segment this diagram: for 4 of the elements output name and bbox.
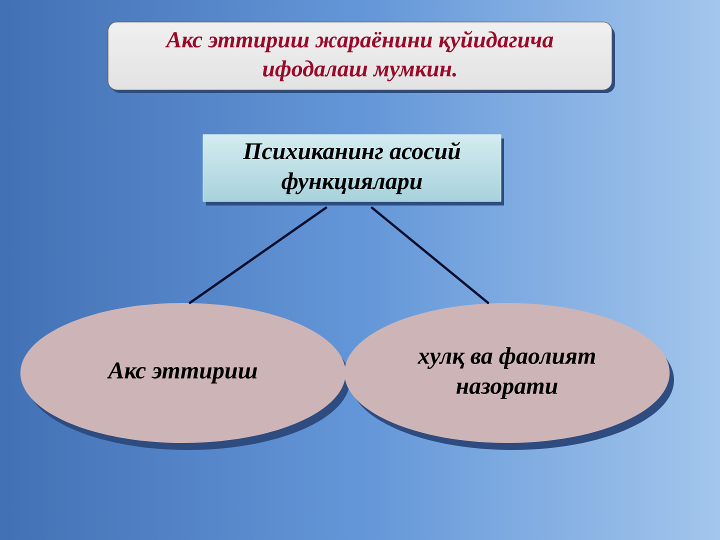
connector-line [188,206,328,304]
process-box: Психиканинг асосий функциялари [202,134,504,206]
connector-line [370,206,490,304]
title-banner: Акс эттириш жараёнини қуйидагича ифодалаш мумкин. [108,22,615,93]
